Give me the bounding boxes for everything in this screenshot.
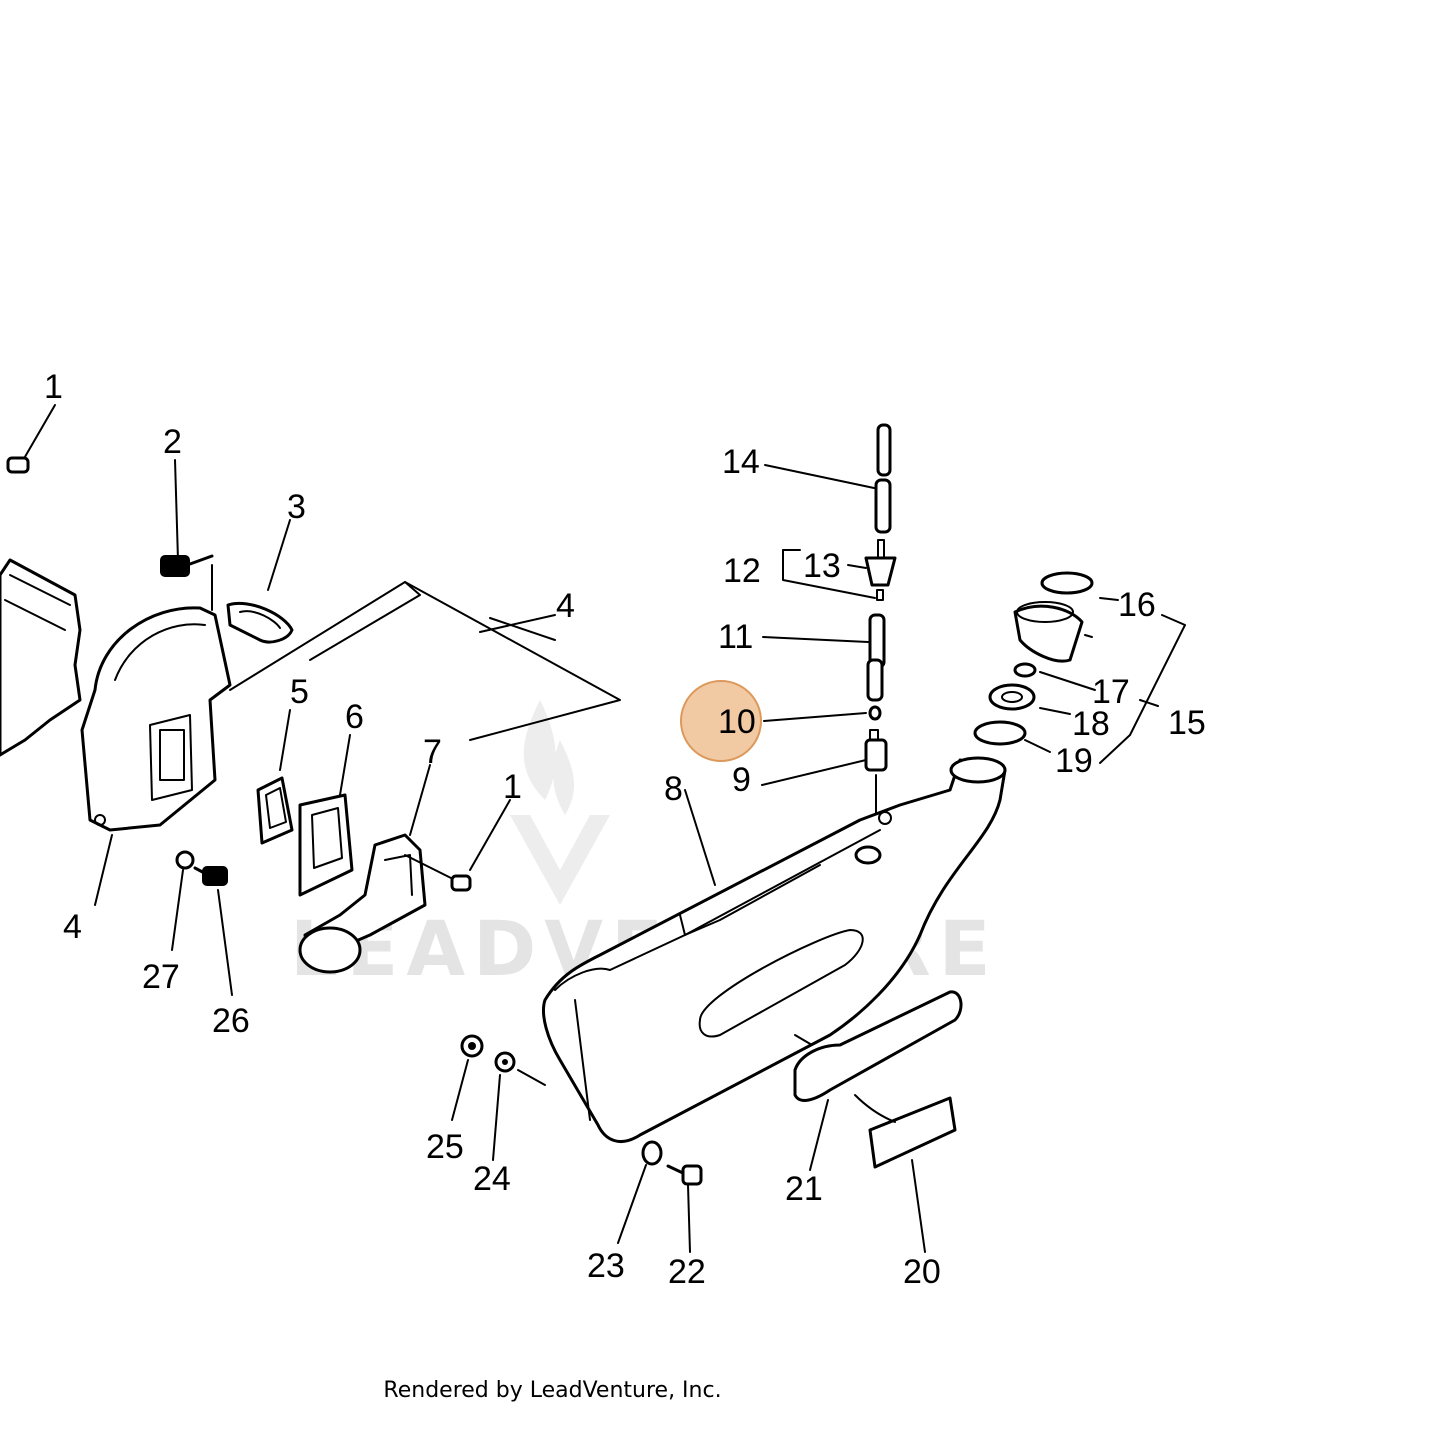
part-17 <box>1013 662 1037 678</box>
bolt-1 <box>6 404 56 474</box>
callout-25[interactable]: 25 <box>426 1128 464 1166</box>
washer-23 <box>617 1140 663 1244</box>
callout-24[interactable]: 24 <box>473 1160 511 1198</box>
gasket-3 <box>226 519 294 644</box>
callout-8[interactable]: 8 <box>664 770 683 808</box>
callout-26[interactable]: 26 <box>212 1002 250 1040</box>
o-ring-10 <box>763 705 882 722</box>
washer-27 <box>175 850 195 870</box>
left-housing-part <box>0 558 82 757</box>
callout-13[interactable]: 13 <box>803 547 841 585</box>
callout-21[interactable]: 21 <box>785 1170 823 1208</box>
nut-24 <box>492 1051 546 1161</box>
bolt-26 <box>193 866 228 886</box>
callout-16[interactable]: 16 <box>1118 586 1156 624</box>
bolt-22 <box>666 1164 703 1253</box>
callout-17[interactable]: 17 <box>1092 673 1130 711</box>
callout-5[interactable]: 5 <box>290 673 309 711</box>
bracket-15 <box>1099 614 1186 764</box>
heat-shield-21 <box>793 990 963 1171</box>
gasket-6 <box>298 793 354 897</box>
callout-22[interactable]: 22 <box>668 1253 706 1291</box>
pad-20 <box>854 1094 957 1253</box>
callout-9[interactable]: 9 <box>732 761 751 799</box>
nut-25 <box>451 1034 484 1121</box>
panel-sheet-4 <box>229 581 621 741</box>
bolt-2 <box>160 459 214 577</box>
callout-11[interactable]: 11 <box>718 618 753 656</box>
callout-6[interactable]: 6 <box>345 698 364 736</box>
gasket-5 <box>256 776 294 845</box>
callout-4-bottom[interactable]: 4 <box>63 908 82 946</box>
o-ring-19 <box>973 720 1051 753</box>
callout-2[interactable]: 2 <box>163 423 182 461</box>
callout-19[interactable]: 19 <box>1055 742 1093 780</box>
cover-part <box>80 564 232 832</box>
highlight-marker[interactable] <box>680 680 762 762</box>
muffler-body-8 <box>541 756 1007 1143</box>
callout-18[interactable]: 18 <box>1072 705 1110 743</box>
cap-16 <box>1013 571 1119 663</box>
callout-4-top[interactable]: 4 <box>556 587 575 625</box>
callout-1-right[interactable]: 1 <box>503 768 522 806</box>
callout-1[interactable]: 1 <box>44 368 63 406</box>
callout-15[interactable]: 15 <box>1168 704 1206 742</box>
callout-7[interactable]: 7 <box>423 733 442 771</box>
bolt-1b <box>404 854 472 892</box>
part-18 <box>988 683 1071 715</box>
callout-23[interactable]: 23 <box>587 1247 625 1285</box>
callout-27[interactable]: 27 <box>142 958 180 996</box>
watermark-logo <box>510 700 610 905</box>
exhaust-flange-7 <box>298 833 427 974</box>
fitting-13 <box>782 539 897 601</box>
callout-20[interactable]: 20 <box>903 1253 941 1291</box>
tube-11 <box>762 613 886 702</box>
tube-14 <box>764 423 892 534</box>
callout-14[interactable]: 14 <box>722 443 760 481</box>
callout-12[interactable]: 12 <box>723 552 761 590</box>
footer-credit: Rendered by LeadVenture, Inc. <box>383 1378 722 1403</box>
callout-3[interactable]: 3 <box>287 488 306 526</box>
callout-10[interactable]: 10 <box>718 703 756 741</box>
